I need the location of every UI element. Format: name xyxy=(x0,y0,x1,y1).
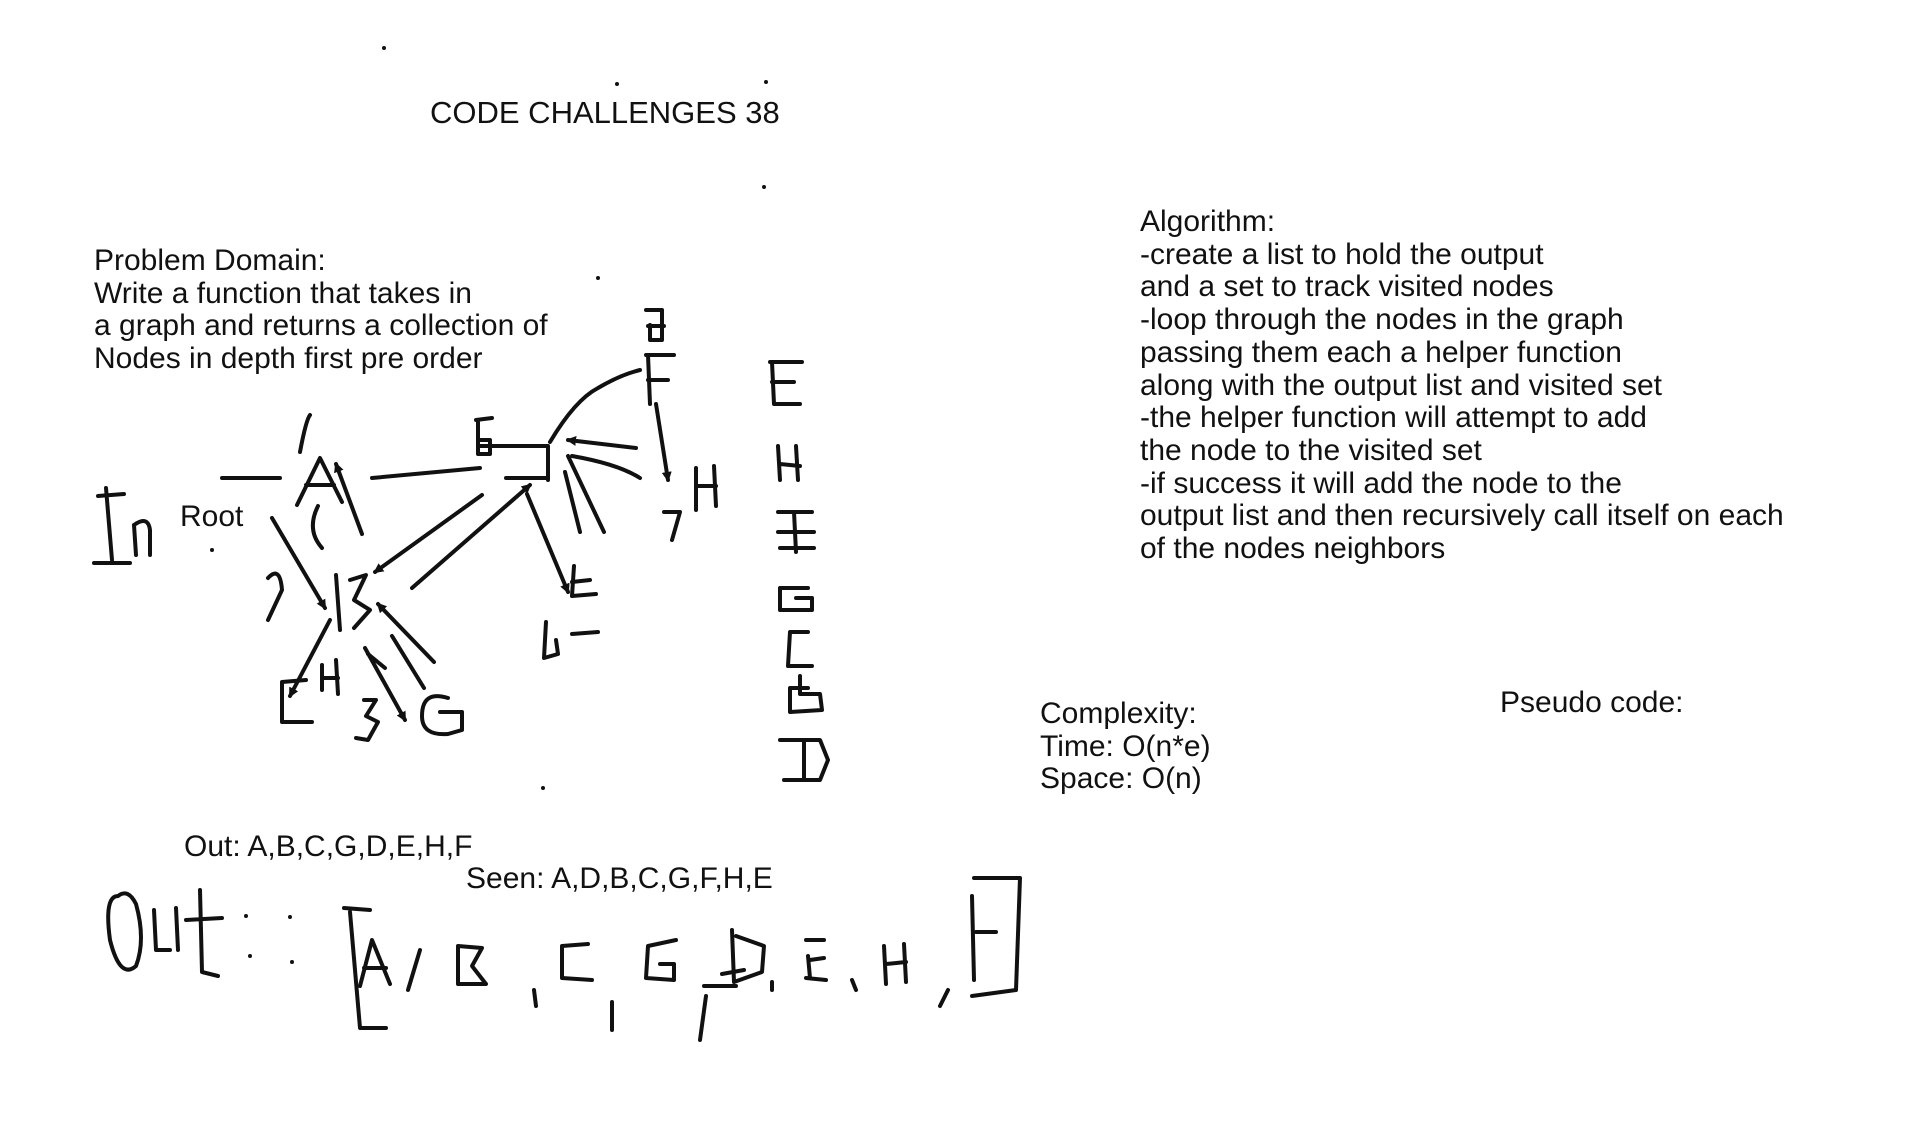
problem-domain: Problem Domain: Write a function that ta… xyxy=(94,244,548,376)
root-label: Root xyxy=(180,500,244,533)
algorithm-section: Algorithm: -create a list to hold the ou… xyxy=(1140,205,1784,566)
pseudo-code-label: Pseudo code: xyxy=(1500,686,1684,719)
node-c xyxy=(280,658,340,724)
complexity-heading: Complexity: xyxy=(1040,697,1197,730)
node-f xyxy=(644,308,676,406)
problem-domain-line: Nodes in depth first pre order xyxy=(94,342,483,376)
algorithm-line: -loop through the nodes in the graph xyxy=(1140,303,1624,337)
algorithm-line: of the nodes neighbors xyxy=(1140,532,1446,566)
node-g xyxy=(354,694,464,742)
stack-letters xyxy=(768,360,830,782)
problem-domain-line: a graph and returns a collection of xyxy=(94,309,548,343)
stray-dots xyxy=(210,46,768,964)
complexity-section: Complexity: Time: O(n*e) Space: O(n) xyxy=(1040,697,1211,796)
in-handwritten xyxy=(92,486,152,565)
algorithm-line: output list and then recursively call it… xyxy=(1140,499,1784,533)
edge-d-f xyxy=(548,368,642,444)
algorithm-line: and a set to track visited nodes xyxy=(1140,270,1554,304)
algorithm-heading: Algorithm: xyxy=(1140,205,1276,238)
algorithm-line: passing them each a helper function xyxy=(1140,335,1622,369)
algorithm-line: -if success it will add the node to the xyxy=(1140,466,1622,500)
complexity-space: Space: O(n) xyxy=(1040,762,1202,796)
node-b xyxy=(266,571,372,632)
page-title: CODE CHALLENGES 38 xyxy=(430,95,780,130)
graph-arrows xyxy=(270,402,672,722)
node-e xyxy=(542,564,600,660)
node-h xyxy=(662,464,718,542)
complexity-time: Time: O(n*e) xyxy=(1040,729,1211,763)
node-d xyxy=(474,416,550,482)
out-typed: Out: A,B,C,G,D,E,H,F xyxy=(184,830,473,863)
node-a xyxy=(295,413,344,507)
edge-a-d xyxy=(370,466,482,480)
algorithm-line: along with the output list and visited s… xyxy=(1140,368,1662,402)
algorithm-line: -create a list to hold the output xyxy=(1140,237,1544,271)
problem-domain-heading: Problem Domain: xyxy=(94,244,326,277)
out-handwritten-label-ink xyxy=(106,888,252,978)
problem-domain-line: Write a function that takes in xyxy=(94,276,472,310)
out-handwritten-brackets xyxy=(342,876,1022,1030)
seen-typed: Seen: A,D,B,C,G,F,H,E xyxy=(466,862,773,895)
out-handwritten-items-ink xyxy=(358,894,998,1042)
algorithm-line: -the helper function will attempt to add xyxy=(1140,401,1647,435)
algorithm-line: the node to the visited set xyxy=(1140,433,1482,467)
